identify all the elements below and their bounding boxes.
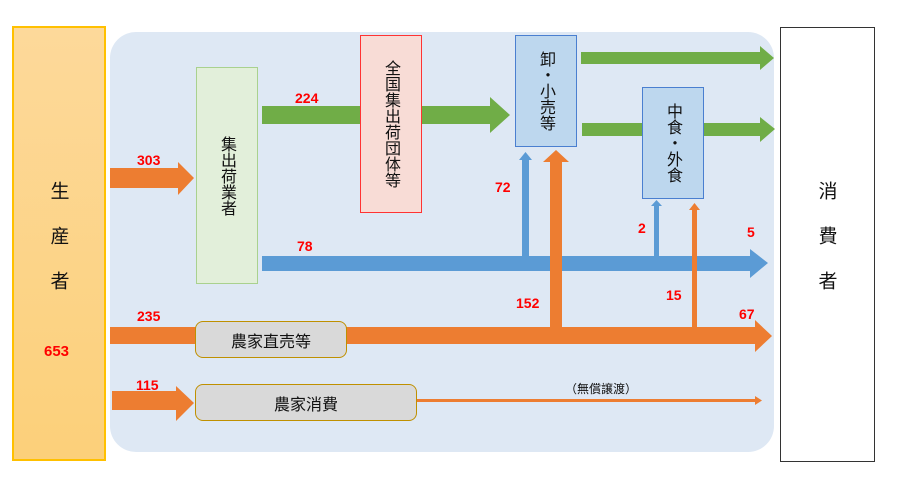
wholesale-retail-box: 卸・小売等 — [515, 35, 577, 147]
flow-5: 5 — [747, 224, 755, 240]
flow-15: 15 — [666, 287, 682, 303]
flow-115: 115 — [136, 377, 159, 393]
arrow-free-transfer — [416, 396, 762, 405]
arrow-to-self — [112, 386, 194, 421]
flow-72: 72 — [495, 179, 511, 195]
producer-total: 653 — [44, 343, 70, 360]
flow-2: 2 — [638, 220, 646, 236]
flow-67: 67 — [739, 306, 755, 322]
arrow-blue-to-food — [651, 200, 662, 258]
flow-152: 152 — [516, 295, 540, 311]
direct-sales-box: 農家直売等 — [195, 321, 347, 358]
self-consumption-box: 農家消費 — [195, 384, 417, 421]
arrow-orange-to-food — [689, 203, 700, 330]
consumer-label: 消費者 — [815, 180, 838, 316]
arrow-to-collector — [110, 162, 194, 195]
collector-box: 集出荷業者 — [196, 67, 258, 284]
consumer-box: 消費者 — [780, 27, 875, 462]
flow-224: 224 — [295, 90, 319, 106]
flow-78: 78 — [297, 238, 313, 254]
arrow-blue-to-retail — [519, 152, 532, 258]
free-transfer-label: （無償譲渡） — [565, 382, 638, 396]
national-org-box: 全国集出荷団体等 — [360, 35, 422, 213]
flow-235: 235 — [137, 308, 161, 324]
producer-label: 生産者 — [47, 180, 70, 316]
arrow-orange-to-retail — [543, 150, 569, 330]
arrow-retail-to-consumer — [581, 46, 774, 70]
food-service-box: 中食・外食 — [642, 87, 704, 199]
flow-303: 303 — [137, 152, 161, 168]
arrow-blue-main — [262, 249, 768, 278]
producer-box: 生産者 — [12, 26, 106, 461]
